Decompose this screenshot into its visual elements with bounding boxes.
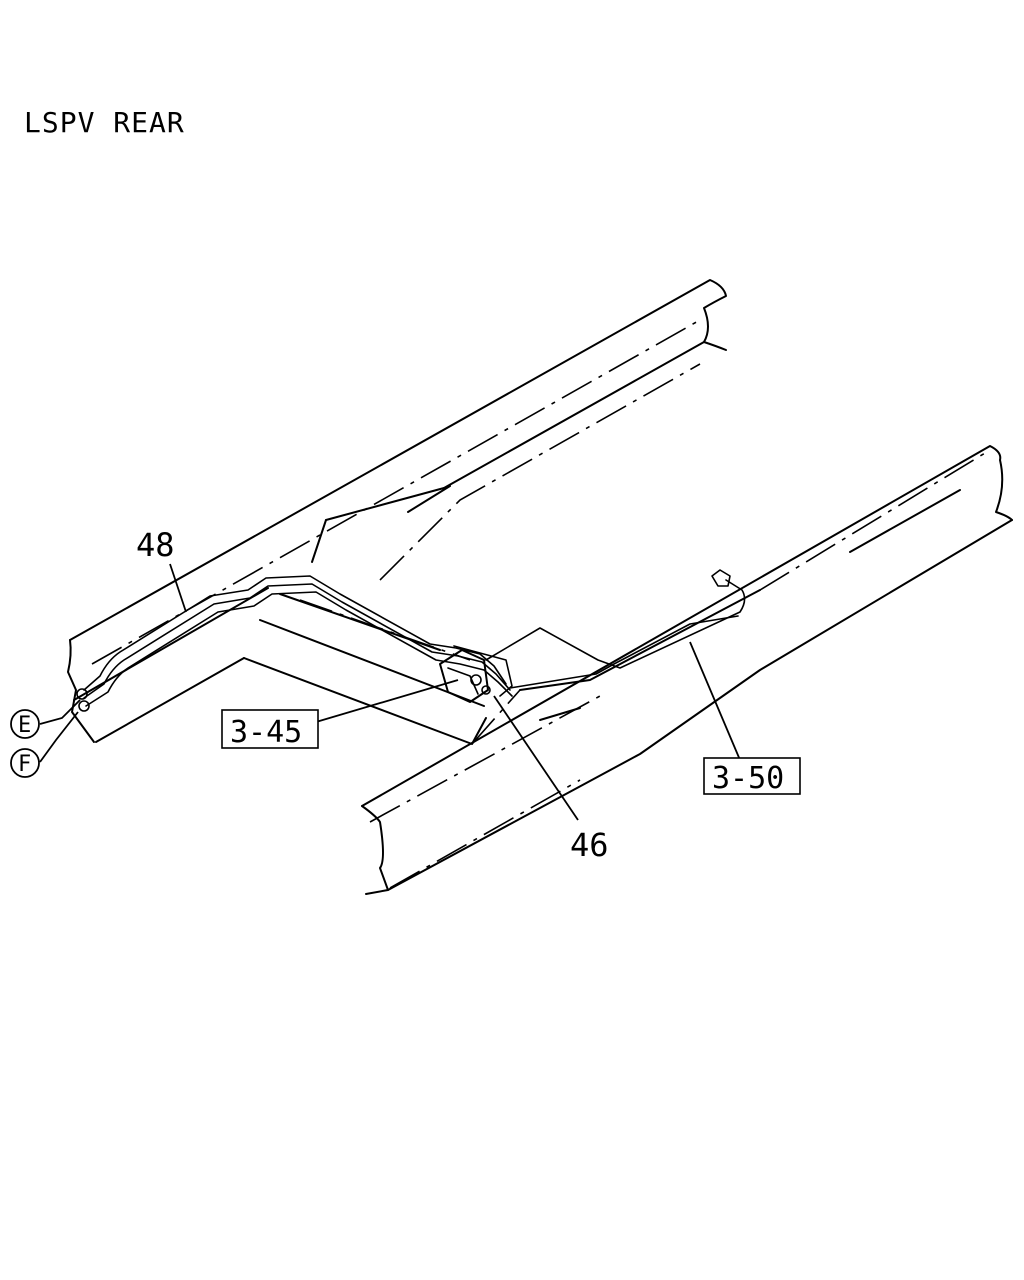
- callout-48: 48: [136, 526, 175, 564]
- leader-F: [39, 711, 79, 763]
- ref-label-3-50: 3-50: [712, 761, 784, 796]
- rear-brake-pipe: [485, 569, 746, 689]
- leader-3-50: [689, 641, 741, 761]
- leader-E: [39, 699, 81, 725]
- connector-E-label: E: [18, 713, 31, 738]
- rear-pipe-fitting-icon: [711, 569, 731, 587]
- leader-48: [169, 563, 187, 613]
- left-frame-rail: [67, 279, 727, 743]
- connector-F-label: F: [18, 752, 31, 777]
- leader-3-45: [315, 679, 459, 723]
- fitting-upper-icon: [76, 688, 88, 700]
- ref-label-3-45: 3-45: [230, 715, 302, 750]
- lspv-valve: [439, 645, 513, 703]
- connector-F[interactable]: F: [10, 748, 40, 778]
- callout-46: 46: [570, 826, 609, 864]
- ref-box-3-45[interactable]: 3-45: [221, 709, 319, 750]
- leader-46: [493, 695, 579, 821]
- ref-box-3-50[interactable]: 3-50: [703, 757, 801, 796]
- fitting-lower-icon: [78, 700, 90, 712]
- front-brake-pipes: [76, 575, 513, 712]
- connector-E[interactable]: E: [10, 709, 40, 739]
- diagram-title: LSPV REAR: [24, 106, 185, 139]
- right-frame-rail: [361, 445, 1013, 895]
